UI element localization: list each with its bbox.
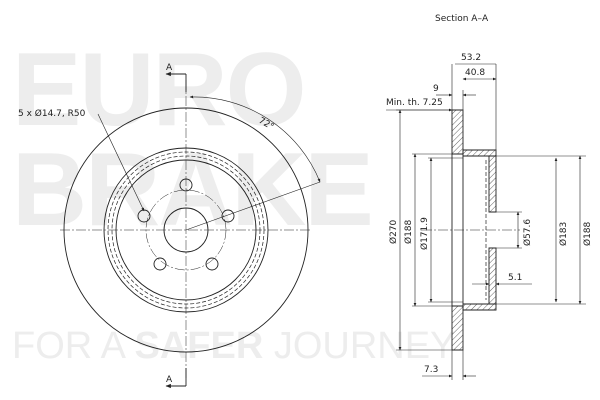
watermark-tagline-suffix: JOURNEY (263, 325, 455, 367)
section-marker-top: A (166, 63, 173, 73)
dim-overall-height: 53.2 (461, 53, 481, 63)
dim-thickness: 9 (433, 84, 439, 94)
watermark: EURO BRAKE FOR A SAFER JOURNEY (12, 32, 455, 367)
bolt-callout-label: 5 x Ø14.7, R50 (18, 108, 86, 119)
watermark-tagline-bold: SAFER (134, 325, 263, 367)
hub-flange-bottom (488, 247, 497, 305)
hub-outer-circle (103, 147, 269, 313)
angle-dimension-arc (189, 95, 321, 183)
watermark-tagline: FOR A SAFER JOURNEY (12, 325, 455, 367)
center-bore-circle (163, 207, 209, 253)
hub-dashed-circle-1 (107, 151, 265, 309)
dim-hub-height: 40.8 (465, 68, 485, 78)
hub-wall-top (462, 149, 497, 157)
section-view: Section A–A (386, 14, 593, 380)
dim-outer-diameter: Ø270 (388, 219, 399, 244)
watermark-line2: BRAKE (12, 132, 372, 248)
disc-outer-circle (63, 107, 309, 353)
hub-inner-circle (115, 159, 257, 301)
bolt-hole-4 (153, 257, 167, 271)
angle-reference-line (185, 181, 321, 231)
min-thickness-label: Min. th. 7.25 (386, 98, 443, 108)
dim-hub-diameter: Ø183 (558, 222, 569, 246)
section-marker-bottom: A (166, 375, 173, 385)
bolt-hole-1 (179, 178, 193, 192)
hub-flange-top (488, 155, 497, 213)
hub-wall-bottom (462, 303, 497, 311)
dim-hub-outer: Ø188 (582, 221, 593, 246)
bolt-hole-2 (221, 209, 235, 223)
dim-bottom: 7.3 (424, 365, 438, 375)
friction-plate-bottom (451, 305, 464, 351)
dim-flange-thickness: 5.1 (508, 273, 522, 283)
bolt-pitch-circle (145, 189, 227, 271)
watermark-tagline-prefix: FOR A (12, 325, 134, 367)
watermark-line1: EURO (12, 32, 304, 148)
dim-center-bore: Ø57.6 (522, 219, 533, 246)
dim-friction-outer: Ø188 (403, 219, 414, 244)
friction-plate-top (451, 109, 464, 155)
bolt-callout-leader (97, 113, 145, 212)
dim-friction-inner: Ø171.9 (419, 217, 430, 250)
hub-dashed-circle-2 (111, 155, 261, 305)
section-title: Section A–A (435, 14, 489, 24)
bolt-hole-3 (205, 257, 219, 271)
